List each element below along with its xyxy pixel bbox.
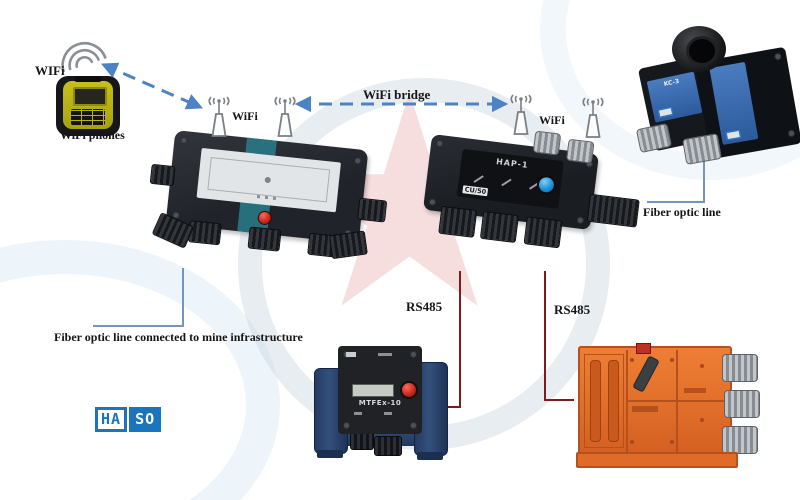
cable-gland: [479, 210, 520, 244]
flange-foot: [317, 450, 343, 458]
screw: [180, 136, 188, 145]
fiber-line-to-camera: [647, 149, 705, 203]
screw: [428, 198, 437, 206]
wifi-phone-device: [56, 76, 120, 136]
lcd-display: [352, 384, 394, 397]
screw: [410, 422, 417, 429]
cable-gland: [187, 220, 222, 246]
haso-chip: [657, 106, 674, 118]
haso-logo-left: HA: [95, 407, 128, 432]
wifi-label-right-pair: WiFi: [539, 113, 565, 127]
wifi-link-phone-arrow: [100, 62, 204, 110]
blue-panel: KC-3: [646, 71, 703, 123]
bottom-connector: [350, 432, 374, 450]
rs485-line-flow-meter: [446, 271, 461, 408]
fiber-infrastructure-label: Fiber optic line connected to mine infra…: [54, 330, 303, 344]
top-connector: [566, 138, 595, 164]
screw: [410, 351, 417, 358]
wifi-signal-icon: [61, 41, 107, 73]
haso-chip: [725, 129, 741, 141]
power-connector: [724, 390, 760, 418]
antenna-icon-1: [206, 94, 232, 140]
screw-dot: [630, 440, 634, 444]
panel-marking: [473, 175, 484, 183]
power-connector: [722, 426, 758, 454]
screw-dot: [700, 364, 704, 368]
screw: [435, 139, 444, 148]
antenna-icon-4: [580, 95, 606, 141]
rs485-line-switchgear: [544, 271, 574, 401]
side-connector: [149, 163, 176, 187]
phone-keypad: [71, 109, 105, 125]
cable-gland: [523, 216, 563, 249]
panel-marking: [378, 353, 392, 356]
screw: [787, 129, 796, 138]
hap1-panel: HAP-1 CU/50: [456, 148, 564, 209]
wifi-bridge-label: WiFi bridge: [363, 87, 431, 102]
haso-logo-right: SO: [129, 407, 162, 432]
power-connector: [722, 354, 758, 382]
phone-screen: [73, 87, 107, 106]
screw: [343, 422, 350, 429]
name-plate: [684, 388, 706, 393]
haso-chip: [346, 352, 356, 357]
cable-gland: [438, 205, 478, 238]
fiber-optic-line-label: Fiber optic line: [643, 205, 721, 219]
panel-ticks: [354, 412, 406, 415]
flow-meter-device: MTFEx-10: [314, 346, 448, 464]
top-connector: [532, 130, 562, 156]
camera-lens: [686, 36, 718, 66]
handle-bar: [608, 360, 619, 442]
handle-bar: [590, 360, 601, 442]
mine-switchgear-device: [576, 338, 760, 470]
flow-meter-box: MTFEx-10: [338, 346, 422, 434]
rs485-label-left: RS485: [406, 299, 443, 314]
wifi-label-left-pair: WiFi: [232, 109, 258, 123]
screw-dot: [670, 358, 674, 362]
antenna-icon-2: [272, 94, 298, 140]
screw-dot: [670, 440, 674, 444]
screw-dot: [630, 358, 634, 362]
left-frame: [584, 354, 624, 448]
red-button: [257, 210, 273, 226]
cable-gland: [328, 230, 368, 260]
fiber-connector: [586, 193, 640, 228]
blue-led: [535, 174, 558, 196]
camera-device: KC-3: [635, 20, 800, 165]
flow-meter-model-label: MTFEx-10: [358, 399, 402, 407]
red-switch: [636, 343, 651, 354]
base-skid: [576, 452, 738, 468]
screw-dot: [700, 418, 704, 422]
access-point-device: [149, 130, 388, 260]
bottom-connector: [374, 436, 402, 456]
access-point-display: [196, 147, 341, 213]
cable-gland: [247, 226, 282, 252]
hap1-device: HAP-1 CU/50: [422, 130, 640, 249]
screw: [773, 52, 782, 61]
screw: [353, 156, 362, 165]
blue-panel: [709, 61, 759, 145]
haso-logo: HA SO: [95, 407, 162, 432]
rs485-label-right: RS485: [554, 302, 591, 317]
flange-foot: [417, 452, 443, 460]
phone-top-cap: [74, 76, 102, 82]
wifi-phones-label: WiFi phones: [60, 128, 125, 142]
antenna-icon-3: [508, 92, 534, 138]
red-button: [400, 381, 418, 399]
panel-seam: [628, 400, 726, 402]
switchgear-body: [578, 343, 732, 456]
hap1-badge: CU/50: [462, 185, 489, 197]
wifi-handset-label: WIFi: [35, 63, 65, 78]
screw: [576, 216, 585, 225]
interlock-lever: [632, 355, 660, 393]
camera-model-label: KC-3: [663, 77, 680, 89]
panel-seam: [626, 350, 628, 452]
side-connector: [357, 197, 388, 223]
name-plate: [632, 406, 658, 412]
panel-marking: [501, 178, 512, 187]
hap1-title: HAP-1: [495, 157, 529, 170]
fiber-line-to-infrastructure: [93, 268, 184, 327]
